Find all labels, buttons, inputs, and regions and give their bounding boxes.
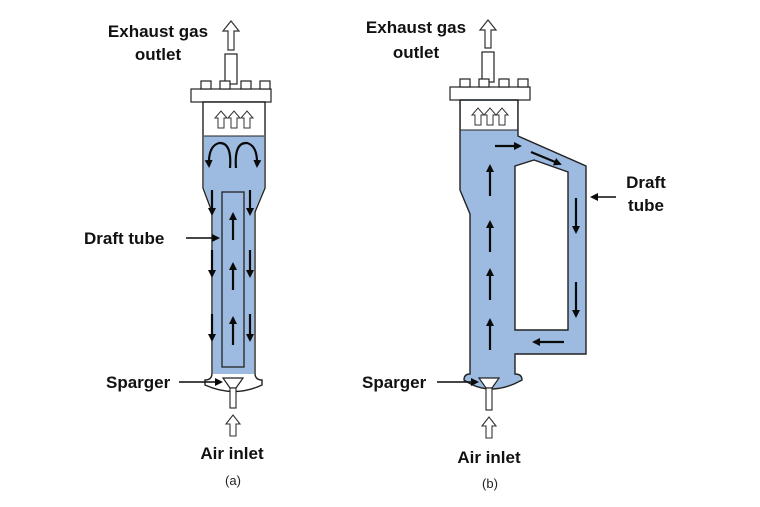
draft-tube-label-a: Draft tube [84,229,164,248]
sparger-funnel-icon [221,377,245,409]
air-inlet-arrow-icon [224,414,242,437]
circulation-arrows-a [204,141,262,345]
headspace-arrows-a [214,110,254,129]
sparger-label-b: Sparger [362,373,427,392]
exhaust-label-b-line2: outlet [393,43,440,62]
draft-tube-label-b-line1: Draft [626,173,666,192]
exhaust-label-a-line2: outlet [135,45,182,64]
outlet-pipe [224,53,238,85]
reactor-b: Exhaust gas outlet Draft tube Sparger Ai… [362,18,666,491]
top-cap-b [449,78,531,101]
exhaust-label-a-line1: Exhaust gas [108,22,208,41]
caption-a: (a) [225,473,241,488]
vessel-b [459,99,587,390]
reactor-a: Exhaust gas outlet Draft tube Sparger Ai… [84,20,272,488]
circulation-arrows-b [486,142,580,350]
top-cap [190,80,272,103]
sparger-label-a: Sparger [106,373,171,392]
draft-tube-label-b-line2: tube [628,196,664,215]
air-inlet-arrow-icon-b [480,416,498,439]
air-inlet-label-a: Air inlet [200,444,264,463]
outlet-pipe-b [481,51,495,83]
exhaust-arrow-icon-b [478,19,498,49]
air-inlet-label-b: Air inlet [457,448,521,467]
headspace-arrows-b [471,107,509,126]
sparger-funnel-icon-b [477,377,501,411]
exhaust-label-b-line1: Exhaust gas [366,18,466,37]
caption-b: (b) [482,476,498,491]
exhaust-arrow-icon [221,20,241,51]
